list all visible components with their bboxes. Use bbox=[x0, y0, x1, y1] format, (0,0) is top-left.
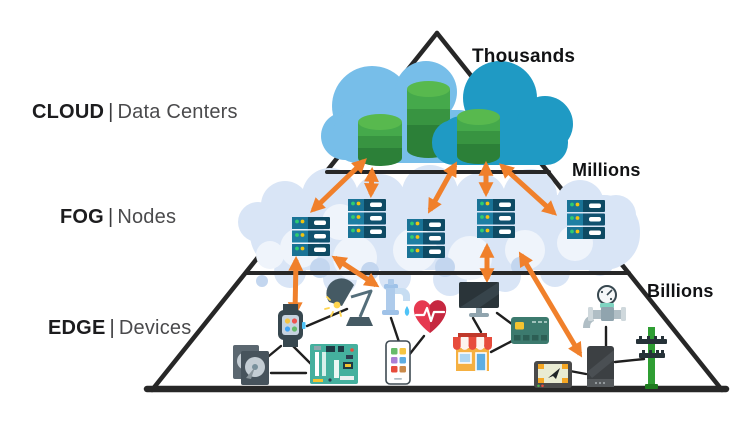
server-rack-icon bbox=[407, 219, 445, 258]
water-meter-icon bbox=[583, 285, 626, 328]
tier-separator: | bbox=[108, 101, 114, 123]
heart-pulse-icon bbox=[413, 300, 447, 333]
server-rack-icon bbox=[567, 200, 605, 239]
tier-separator: | bbox=[109, 317, 115, 339]
tier-label-edge: EDGE|Devices bbox=[48, 317, 191, 340]
tier-separator: | bbox=[107, 206, 114, 228]
smartwatch-icon bbox=[278, 304, 306, 347]
scale-label-thousands: Thousands bbox=[472, 46, 576, 67]
tier-label-fog: FOG|Nodes bbox=[60, 206, 176, 229]
tier-subtitle-cloud: Data Centers bbox=[117, 101, 238, 123]
monitor-icon bbox=[459, 282, 499, 317]
tier-subtitle-fog: Nodes bbox=[117, 206, 177, 228]
database-cylinder-right bbox=[457, 109, 500, 164]
scale-label-billions: Billions bbox=[647, 281, 714, 301]
tier-name-fog: FOG bbox=[60, 206, 104, 228]
scale-label-millions: Millions bbox=[572, 160, 641, 180]
desk-lamp-icon bbox=[324, 278, 373, 326]
tier-name-edge: EDGE bbox=[48, 317, 106, 339]
tier-label-cloud: CLOUD|Data Centers bbox=[32, 101, 238, 124]
tier-name-cloud: CLOUD bbox=[32, 101, 105, 123]
server-rack-icon bbox=[477, 199, 515, 238]
gps-navigator-icon bbox=[534, 361, 572, 388]
smartphone-icon bbox=[587, 346, 614, 387]
tier-subtitle-edge: Devices bbox=[118, 317, 192, 339]
server-rack-icon bbox=[348, 199, 386, 238]
hard-drive-icon bbox=[233, 345, 269, 385]
data-flow-arrows bbox=[287, 158, 583, 358]
storefront-icon bbox=[453, 333, 492, 372]
database-cylinder-left bbox=[358, 114, 402, 166]
power-pole-icon bbox=[636, 327, 667, 389]
circuit-board-icon bbox=[310, 344, 358, 384]
credit-card-icon bbox=[511, 317, 549, 344]
faucet-icon bbox=[382, 279, 410, 316]
smartphone-apps-icon bbox=[385, 340, 411, 385]
server-rack-icon bbox=[292, 217, 330, 256]
